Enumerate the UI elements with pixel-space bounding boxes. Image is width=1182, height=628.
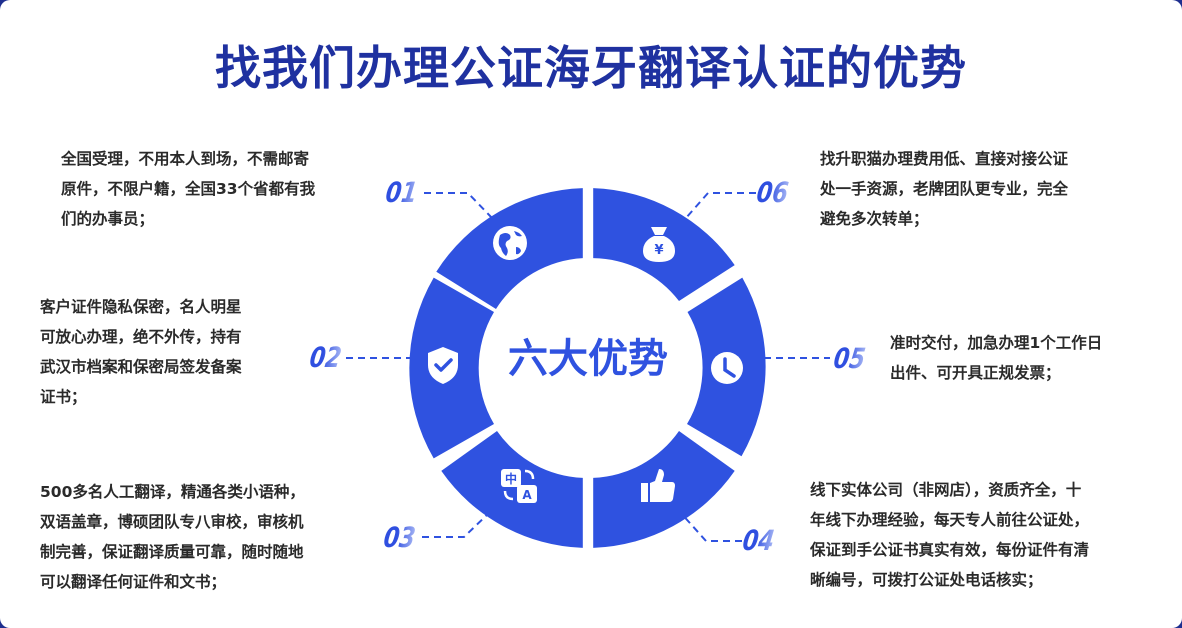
shield-check-icon bbox=[428, 347, 458, 384]
advantage-number-05: 05 bbox=[831, 342, 868, 375]
globe-icon bbox=[493, 226, 527, 260]
clock-icon bbox=[711, 352, 743, 384]
svg-text:中: 中 bbox=[505, 471, 517, 486]
money-bag-yen-icon: ¥ bbox=[643, 227, 675, 262]
connector-06 bbox=[685, 192, 756, 219]
center-label: 六大优势 bbox=[508, 336, 668, 382]
connector-01 bbox=[424, 192, 493, 219]
advantage-number-06: 06 bbox=[754, 176, 791, 209]
advantage-number-01: 01 bbox=[383, 176, 420, 209]
connector-03 bbox=[422, 511, 491, 538]
segment-03 bbox=[441, 431, 583, 548]
page-title: 找我们办理公证海牙翻译认证的优势 bbox=[215, 41, 967, 95]
svg-text:A: A bbox=[522, 488, 532, 502]
advantage-number-04: 04 bbox=[740, 524, 777, 557]
thumbs-up-icon bbox=[641, 469, 675, 502]
advantage-text-02: 客户证件隐私保密，名人明星 可放心办理，绝不外传，持有 武汉市档案和保密局签发备… bbox=[40, 298, 242, 406]
svg-text:¥: ¥ bbox=[654, 243, 663, 258]
advantage-text-06: 找升职猫办理费用低、直接对接公证 处一手资源，老牌团队更专业，完全 避免多次转单… bbox=[820, 150, 1069, 228]
advantage-text-04: 线下实体公司（非网店），资质齐全，十 年线下办理经验，每天专人前往公证处， 保证… bbox=[810, 481, 1090, 589]
translate-icon: 中 A bbox=[501, 469, 537, 503]
advantage-number-03: 03 bbox=[381, 521, 418, 554]
advantage-text-01: 全国受理，不用本人到场，不需邮寄 原件，不限户籍，全国33个省都有我 们的办事员… bbox=[61, 150, 316, 228]
connector-04 bbox=[679, 511, 742, 542]
advantage-text-05: 准时交付，加急办理1个工作日 出件、可开具正规发票； bbox=[890, 334, 1103, 382]
advantage-text-03: 500多名人工翻译，精通各类小语种， 双语盖章，博硕团队专八审校，审核机 制完善… bbox=[40, 483, 305, 591]
advantage-number-02: 02 bbox=[307, 341, 344, 374]
